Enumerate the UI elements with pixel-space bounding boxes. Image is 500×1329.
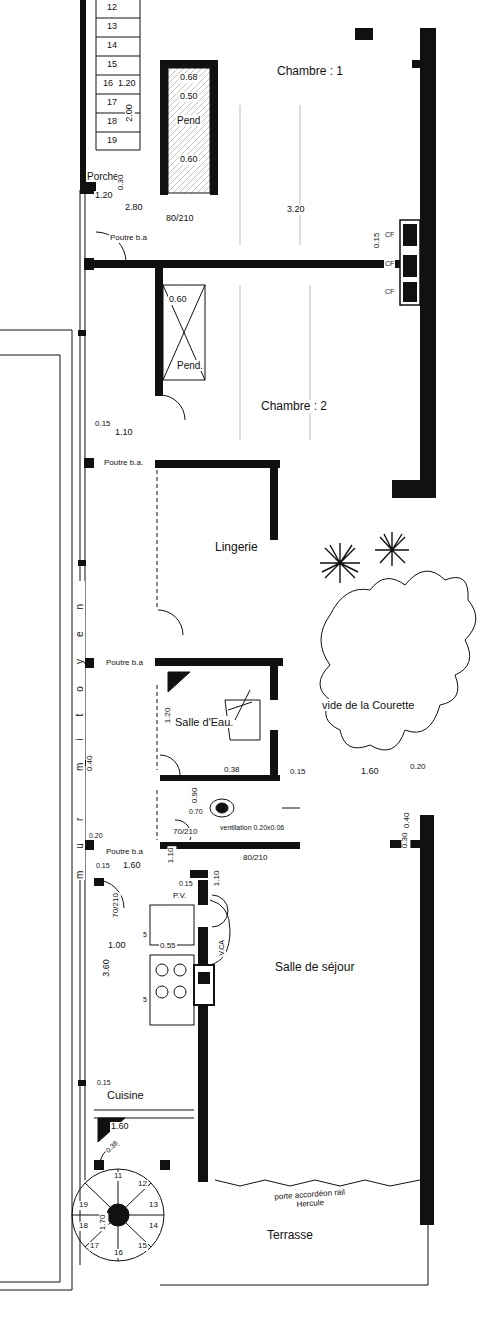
plan-label: CF bbox=[384, 288, 395, 296]
plan-label: 14 bbox=[148, 1222, 159, 1231]
plan-label: 0.15 bbox=[96, 1079, 112, 1087]
plan-label: 1.10 bbox=[167, 847, 176, 865]
plan-label: 16 bbox=[102, 79, 114, 89]
plan-label: 70/210 bbox=[112, 892, 121, 918]
plan-label: 0.60 bbox=[168, 295, 188, 305]
plan-label: Cuisine bbox=[106, 1089, 145, 1101]
plan-label: 17 bbox=[89, 1242, 100, 1251]
plan-label: 1.10 bbox=[213, 870, 222, 888]
plan-label: 14 bbox=[106, 41, 118, 51]
plan-label: 5 bbox=[142, 996, 148, 1004]
plan-label: 5 bbox=[142, 931, 148, 939]
plan-label: Pend. bbox=[176, 360, 204, 371]
plan-label: 1.20 bbox=[117, 79, 137, 89]
plan-label: 19 bbox=[106, 136, 118, 146]
plan-label: P.V. bbox=[172, 892, 187, 901]
plan-label: 17 bbox=[106, 98, 118, 108]
plan-label: 11 bbox=[113, 1172, 123, 1181]
plan-label: Poutre b.a bbox=[105, 848, 144, 857]
plan-label: 13 bbox=[148, 1201, 159, 1210]
plan-label: 0.15 bbox=[178, 880, 194, 888]
plan-label: 3.60 bbox=[102, 958, 112, 978]
plan-label: V.CA bbox=[218, 939, 226, 957]
plan-label: 70/210 bbox=[172, 828, 198, 837]
plan-label: 1.10 bbox=[114, 428, 134, 438]
plan-label: 1.00 bbox=[107, 941, 127, 951]
plan-label: 0.55 bbox=[159, 942, 177, 951]
plan-label: 0.20 bbox=[88, 832, 104, 840]
plan-label: Chambre : 1 bbox=[276, 65, 344, 78]
plan-label: 0.90 bbox=[191, 787, 200, 805]
plan-label: 16 bbox=[113, 1249, 124, 1258]
plan-label: ventilation 0.20x0.06 bbox=[219, 824, 285, 832]
plan-label: 18 bbox=[78, 1222, 89, 1231]
plan-label: Terrasse bbox=[266, 1229, 314, 1242]
plan-label: 2.80 bbox=[124, 203, 144, 213]
plan-label: mur mitoyen bbox=[74, 581, 85, 880]
plan-label: 15 bbox=[106, 60, 118, 70]
plan-label: 15 bbox=[137, 1242, 148, 1251]
plan-label: Lingerie bbox=[214, 541, 259, 554]
plan-label: 0.38 bbox=[104, 1139, 120, 1155]
plan-label: CF bbox=[384, 231, 395, 239]
plan-label: Chambre : 2 bbox=[260, 400, 328, 413]
plan-label: 0.20 bbox=[409, 763, 427, 772]
plan-label: 0.68 bbox=[179, 73, 199, 83]
plan-label: 0.30 bbox=[401, 832, 410, 850]
plan-label: 0.38 bbox=[223, 766, 241, 775]
plan-label: 0.40 bbox=[403, 812, 412, 830]
plan-label: 0.40 bbox=[86, 755, 95, 773]
plan-label: 0.70 bbox=[188, 808, 204, 816]
plan-label: Pend bbox=[176, 115, 201, 126]
plan-label: Salle de séjour bbox=[274, 961, 355, 974]
plan-label: 0.60 bbox=[179, 155, 199, 165]
plan-label: 1.60 bbox=[110, 1122, 130, 1132]
plan-label: 0.15 bbox=[95, 862, 111, 870]
plan-label: 2.00 bbox=[125, 103, 135, 123]
plan-label: 0.15 bbox=[94, 420, 112, 429]
plan-label: 1.60 bbox=[122, 861, 142, 871]
plan-label: 19 bbox=[78, 1201, 89, 1210]
plan-label: Poutre b.a. bbox=[103, 459, 144, 468]
plan-label: 13 bbox=[106, 22, 118, 32]
plan-label: 12 bbox=[106, 3, 118, 13]
plan-label: 18 bbox=[106, 117, 118, 127]
plan-label: 1.20 bbox=[94, 191, 114, 201]
plan-label: Poutre b.a bbox=[105, 659, 144, 668]
plan-label: 3.20 bbox=[286, 205, 306, 215]
plan-label: 1.70 bbox=[99, 1214, 108, 1232]
plan-label: Poutre b.a bbox=[109, 234, 148, 243]
plan-label: 12 bbox=[137, 1180, 148, 1189]
plan-label: 80/210 bbox=[165, 214, 195, 224]
plan-label: 0.15 bbox=[289, 768, 307, 777]
plan-label: 1.60 bbox=[360, 767, 380, 777]
plan-label: 80/210 bbox=[242, 854, 268, 863]
plan-label: 0.30 bbox=[117, 174, 126, 192]
plan-label: 1.20 bbox=[164, 707, 173, 725]
plan-label: Salle d'Eau. bbox=[174, 716, 234, 728]
plan-label: vide de la Courette bbox=[321, 699, 415, 711]
plan-label: 0.50 bbox=[179, 92, 199, 102]
plan-label: 0.15 bbox=[373, 232, 382, 250]
plan-label: porte accordéon rail Hercule bbox=[259, 1187, 362, 1212]
plan-label: CF bbox=[384, 260, 395, 268]
